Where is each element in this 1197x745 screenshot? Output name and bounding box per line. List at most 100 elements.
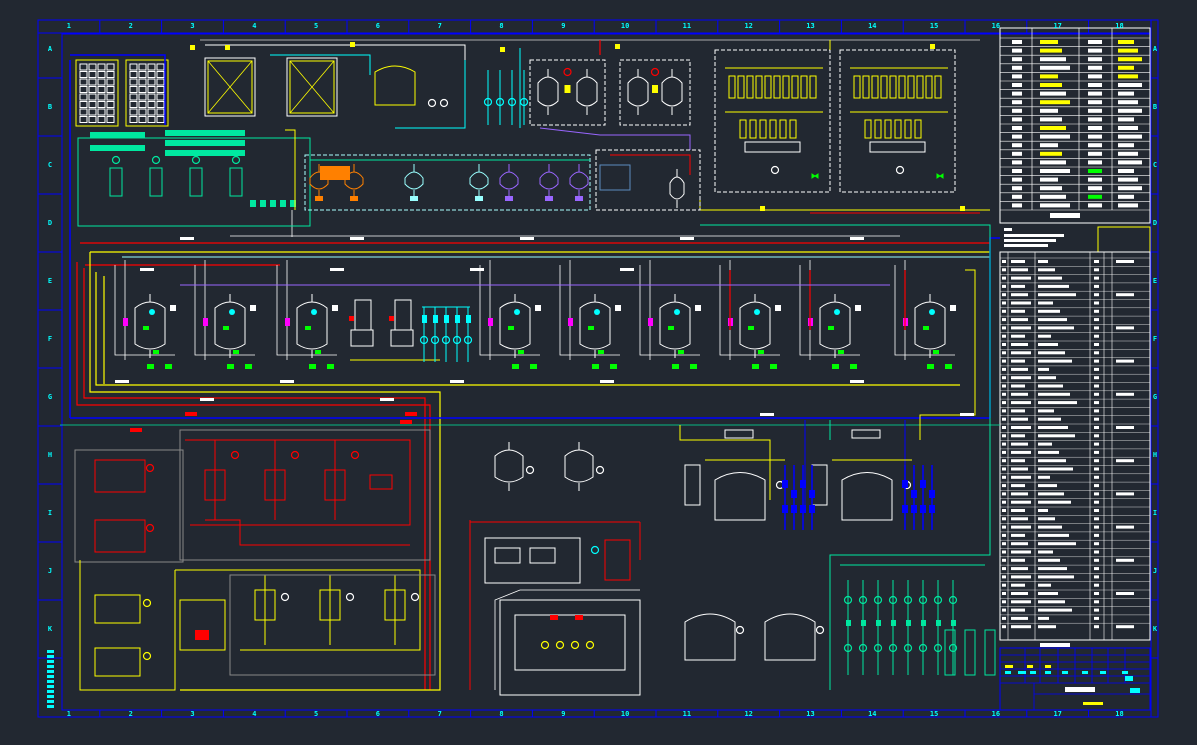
equipment-index	[1002, 467, 1006, 471]
column-label-top: 17	[1053, 22, 1062, 30]
title-block-cell	[1083, 702, 1103, 705]
equipment-spec	[1038, 260, 1048, 263]
pump-icon	[782, 505, 788, 513]
valve-icon	[223, 326, 229, 330]
column-label-bottom: 4	[252, 710, 257, 718]
pump-icon	[911, 490, 917, 498]
pump-icon	[540, 640, 550, 650]
column-label-top: 16	[991, 22, 1001, 30]
legend-text	[1118, 83, 1142, 87]
filter-plate	[147, 71, 156, 78]
valve-icon	[652, 85, 658, 93]
filter-plate	[156, 78, 165, 86]
equipment-qty	[1094, 492, 1099, 496]
orange-unit	[320, 166, 350, 180]
pipe-tag	[850, 237, 864, 240]
filter-cartridge	[907, 75, 915, 99]
column-label-bottom: 13	[806, 710, 815, 718]
title-block-cell	[1005, 671, 1011, 674]
instrument-icon	[695, 305, 701, 311]
equipment-qty	[1094, 376, 1099, 380]
pump-icon	[525, 465, 535, 475]
pump-icon	[948, 595, 958, 605]
equipment-name	[1011, 450, 1031, 454]
yellow-line	[919, 269, 976, 440]
equipment-index	[1002, 351, 1006, 355]
dosing-unit	[599, 164, 631, 191]
valve-icon	[936, 620, 941, 626]
equipment-index	[1002, 276, 1006, 280]
equipment-index	[1002, 567, 1006, 571]
equipment-name	[1011, 583, 1025, 587]
column-label-bottom: 5	[313, 710, 319, 718]
legend-text	[1118, 40, 1134, 44]
equipment-spec	[1038, 575, 1074, 579]
manifold-frame	[839, 49, 956, 193]
filter-plate	[129, 78, 138, 86]
filter-column	[984, 629, 996, 676]
pump-icon	[430, 335, 440, 345]
pump-icon	[929, 505, 935, 513]
title-block-cell	[1062, 671, 1068, 674]
filter-cartridge	[874, 119, 882, 139]
pump-icon	[463, 335, 473, 345]
filter-plate	[97, 116, 106, 123]
equipment-spec	[1038, 343, 1058, 346]
filter-plate	[129, 108, 138, 116]
pipe-tag	[380, 398, 394, 401]
pipe-tag	[185, 412, 197, 416]
instrument-tag	[760, 206, 765, 211]
valve-icon	[811, 173, 819, 179]
pump-icon	[145, 523, 155, 533]
instrument-icon	[615, 305, 621, 311]
equipment-list-title	[1040, 643, 1070, 647]
legend-symbol	[1012, 100, 1022, 105]
equipment-index	[1002, 376, 1006, 380]
dosing-tank	[229, 167, 243, 197]
filter-plate	[156, 101, 165, 108]
legend-symbol	[1088, 177, 1102, 182]
column-label-bottom: 10	[620, 710, 630, 718]
equipment-index	[1002, 334, 1006, 338]
tanker-frame	[484, 537, 581, 584]
row-label-left: B	[47, 103, 53, 111]
column-label-bottom: 2	[128, 710, 133, 718]
filter-plate	[97, 63, 106, 71]
legend-text	[1118, 151, 1138, 156]
gauge-icon	[594, 309, 600, 315]
equipment-spec	[1038, 450, 1059, 454]
pump-icon	[791, 490, 797, 498]
filter-cartridge	[862, 75, 870, 99]
dryer	[179, 599, 226, 651]
equipment-name	[1011, 608, 1025, 612]
filter-cartridge	[737, 75, 745, 99]
column-label-top: 9	[561, 22, 566, 30]
filter-vessel	[296, 294, 328, 358]
process-frame	[304, 154, 591, 211]
approval-box	[1097, 226, 1151, 253]
filter-plate	[88, 86, 97, 93]
equipment-qty	[1094, 334, 1099, 338]
valve-icon	[512, 364, 519, 369]
gauge-icon	[229, 309, 235, 315]
vessel-shell	[669, 176, 685, 200]
filter-cartridge	[925, 75, 933, 99]
pipe-tag	[200, 398, 214, 401]
legend-symbol	[1012, 65, 1022, 70]
pump-icon	[873, 643, 883, 653]
filter-plate	[106, 93, 115, 101]
filter-plate	[138, 108, 147, 116]
pump-icon	[933, 595, 943, 605]
column-label-top: 15	[929, 22, 939, 30]
clarifier-basin	[514, 614, 626, 671]
valve-icon	[752, 364, 759, 369]
valve-icon	[846, 620, 851, 626]
valve-icon	[838, 350, 844, 354]
equipment-spec	[1038, 318, 1067, 322]
legend-text	[1118, 117, 1134, 122]
legend-text	[1118, 186, 1142, 191]
equipment-qty	[1094, 351, 1099, 355]
equipment-tag	[165, 130, 245, 136]
column-label-top: 1	[66, 22, 71, 30]
column-label-top: 5	[313, 22, 319, 30]
